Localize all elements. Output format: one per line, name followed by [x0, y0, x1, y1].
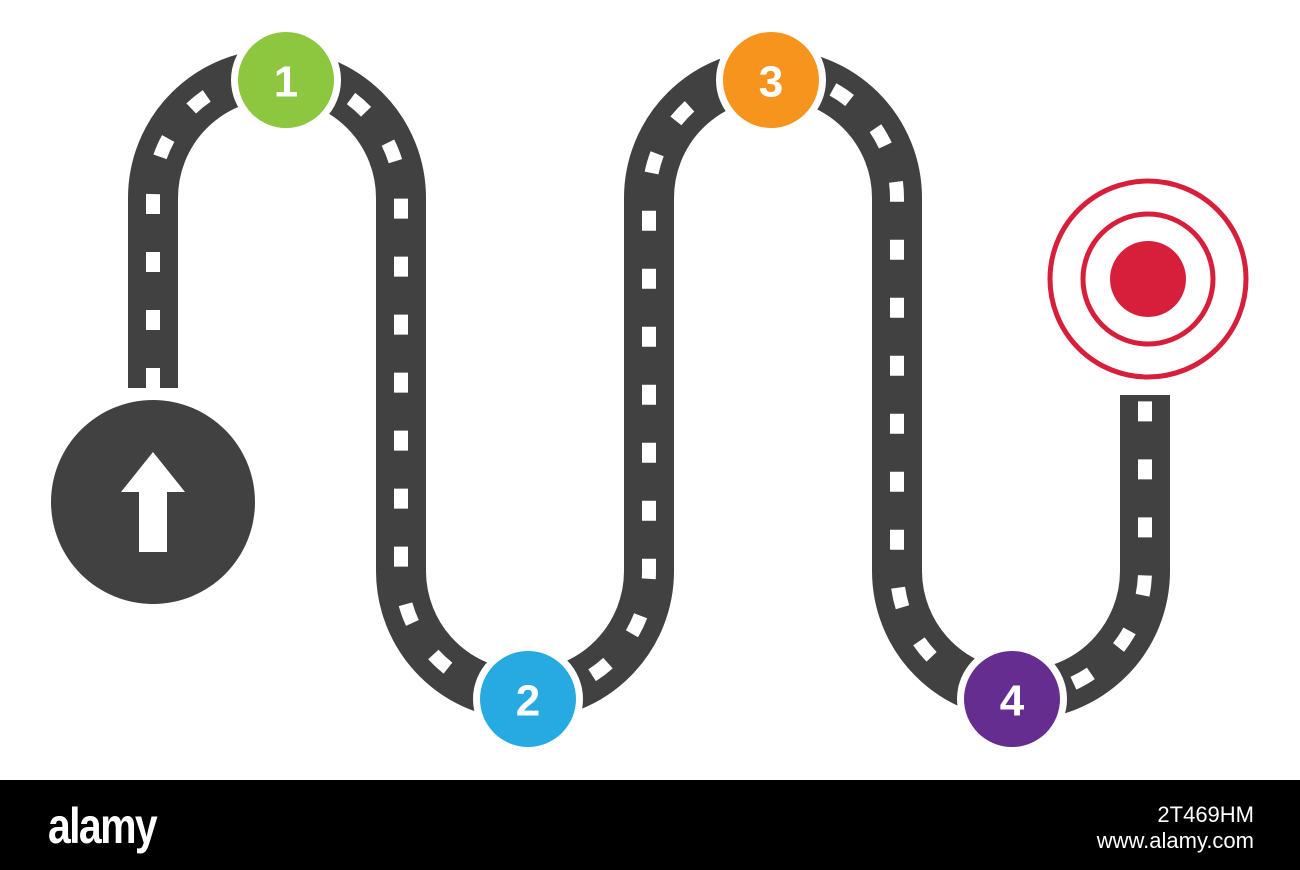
step-4-label: 4 — [1000, 677, 1025, 726]
step-4-badge: 4 — [957, 644, 1067, 754]
step-3-label: 3 — [759, 58, 783, 107]
start-marker — [51, 400, 255, 604]
up-arrow-icon — [121, 452, 185, 552]
step-2-label: 2 — [516, 677, 540, 726]
alamy-logo: alamy — [48, 798, 158, 854]
site-url: www.alamy.com — [1096, 828, 1254, 853]
road — [128, 49, 1170, 720]
step-1-label: 1 — [274, 58, 298, 107]
target-icon — [1047, 178, 1249, 380]
watermark-bar: alamy 2T469HM www.alamy.com — [0, 780, 1300, 870]
image-id: 2T469HM — [1157, 802, 1254, 827]
step-3-badge: 3 — [716, 25, 826, 135]
step-1-badge: 1 — [231, 25, 341, 135]
roadmap-diagram: 1 2 3 4 — [51, 25, 1249, 754]
step-2-badge: 2 — [473, 644, 583, 754]
image-id-block: 2T469HM www.alamy.com — [1097, 802, 1254, 854]
